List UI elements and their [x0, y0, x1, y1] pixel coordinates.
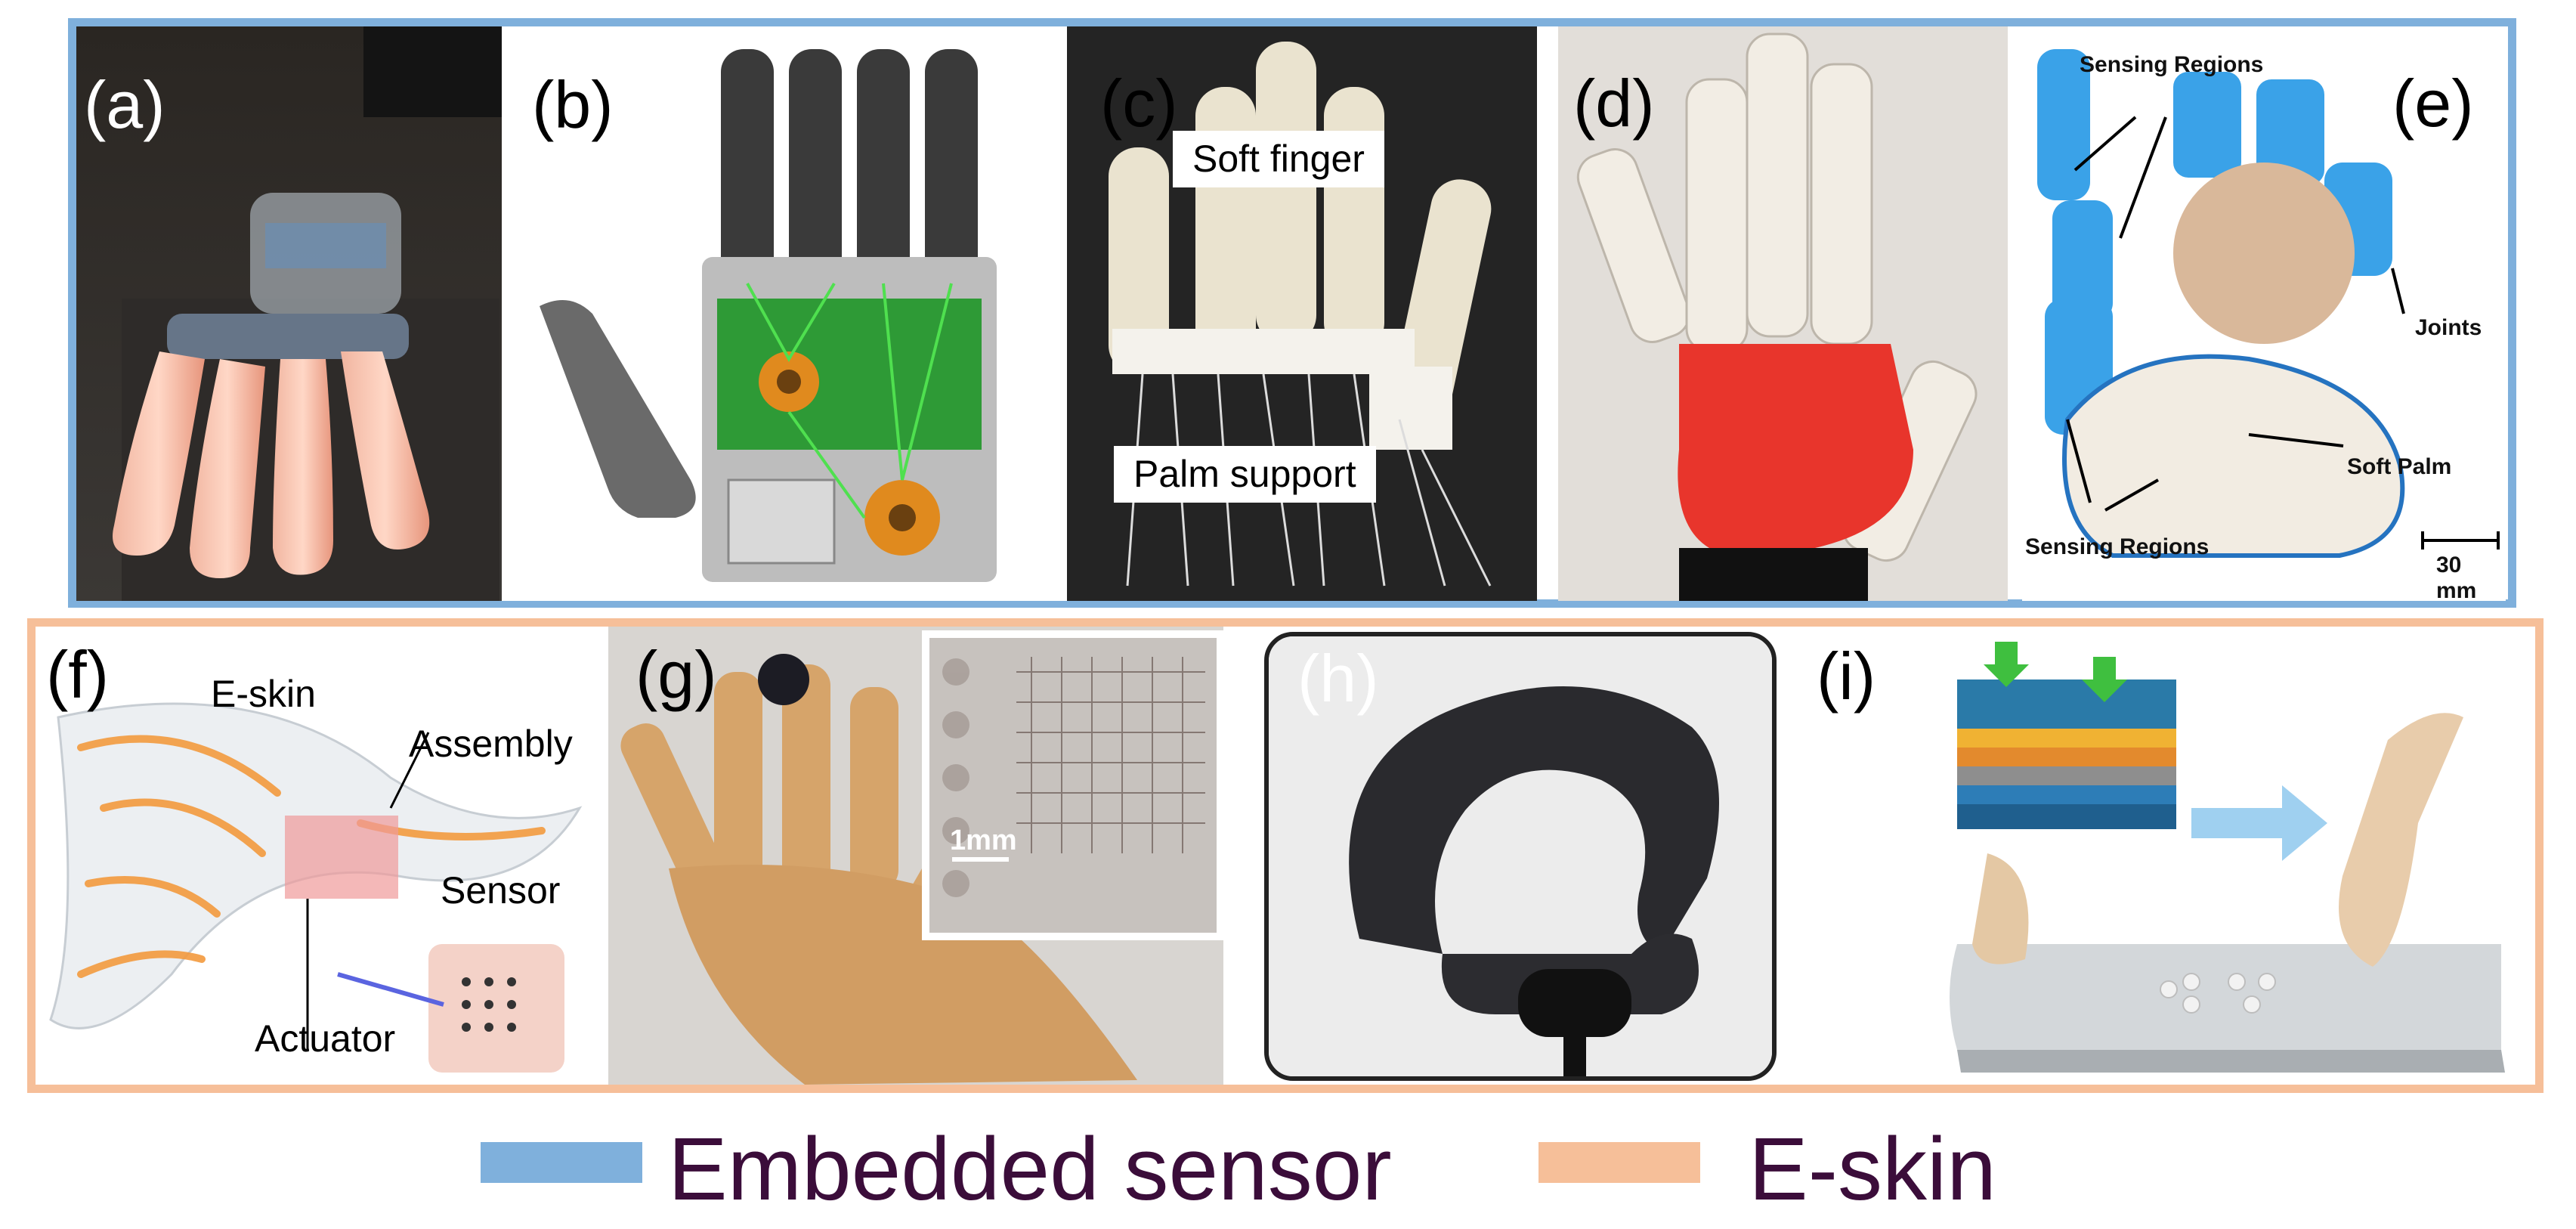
panel-g: (g) 1mm	[608, 627, 1223, 1085]
panel-b-illustration	[540, 49, 997, 582]
e-skin-group	[27, 618, 2544, 1093]
panel-c-label: (c)	[1100, 66, 1178, 141]
legend-swatch-embedded-sensor	[481, 1142, 642, 1183]
panel-d-illustration	[1558, 26, 2008, 601]
soft-finger-callout: Soft finger	[1173, 131, 1384, 187]
panel-a-label: (a)	[84, 67, 165, 142]
panel-e-illustration	[2037, 49, 2500, 558]
embedded-sensor-group	[68, 18, 2516, 608]
panel-e-label: (e)	[2392, 66, 2474, 141]
panel-h-illustration	[1269, 636, 1772, 1076]
panel-c-illustration	[1067, 26, 1537, 601]
panel-a-illustration	[76, 26, 502, 601]
panel-i-illustration	[1950, 642, 2505, 1073]
sensor-annotation: Sensor	[441, 869, 561, 912]
actuator-annotation: Actuator	[255, 1017, 396, 1060]
inset-scale-bar-label: 1mm	[950, 825, 1017, 856]
panel-i: (i)	[1798, 627, 2516, 1085]
legend-label-embedded-sensor: Embedded sensor	[668, 1119, 1392, 1219]
panel-i-label: (i)	[1817, 639, 1876, 714]
panel-f: (f) E-skin Assembly Sensor Actuator	[36, 627, 608, 1085]
sensing-regions-top-label: Sensing Regions	[2080, 52, 2264, 77]
panel-c: (c) Soft finger Palm support	[1067, 26, 1537, 601]
panel-b-label: (b)	[532, 67, 614, 142]
panel-e: (e) Sensing Regions Joints Soft Palm Sen…	[2022, 26, 2506, 601]
panel-h-label: (h)	[1297, 641, 1379, 716]
panel-g-illustration	[608, 627, 1223, 1085]
joints-label: Joints	[2415, 315, 2482, 340]
soft-palm-label: Soft Palm	[2347, 454, 2452, 479]
panel-a: (a)	[76, 26, 502, 601]
panel-f-illustration	[49, 702, 583, 1073]
palm-support-callout: Palm support	[1114, 446, 1376, 503]
legend-swatch-e-skin	[1538, 1142, 1700, 1183]
assembly-annotation: Assembly	[409, 723, 573, 765]
legend-label-e-skin: E-skin	[1749, 1119, 1996, 1219]
sensing-regions-bottom-label: Sensing Regions	[2025, 534, 2210, 559]
panel-g-label: (g)	[635, 637, 717, 712]
e-skin-annotation: E-skin	[211, 673, 316, 715]
panel-b: (b)	[502, 26, 1067, 601]
panel-h: (h)	[1264, 632, 1777, 1081]
panel-d-label: (d)	[1573, 66, 1655, 141]
panel-f-label: (f)	[46, 637, 110, 712]
scale-bar-label: 30 mm	[2436, 553, 2477, 601]
panel-d: (d)	[1558, 26, 2008, 601]
